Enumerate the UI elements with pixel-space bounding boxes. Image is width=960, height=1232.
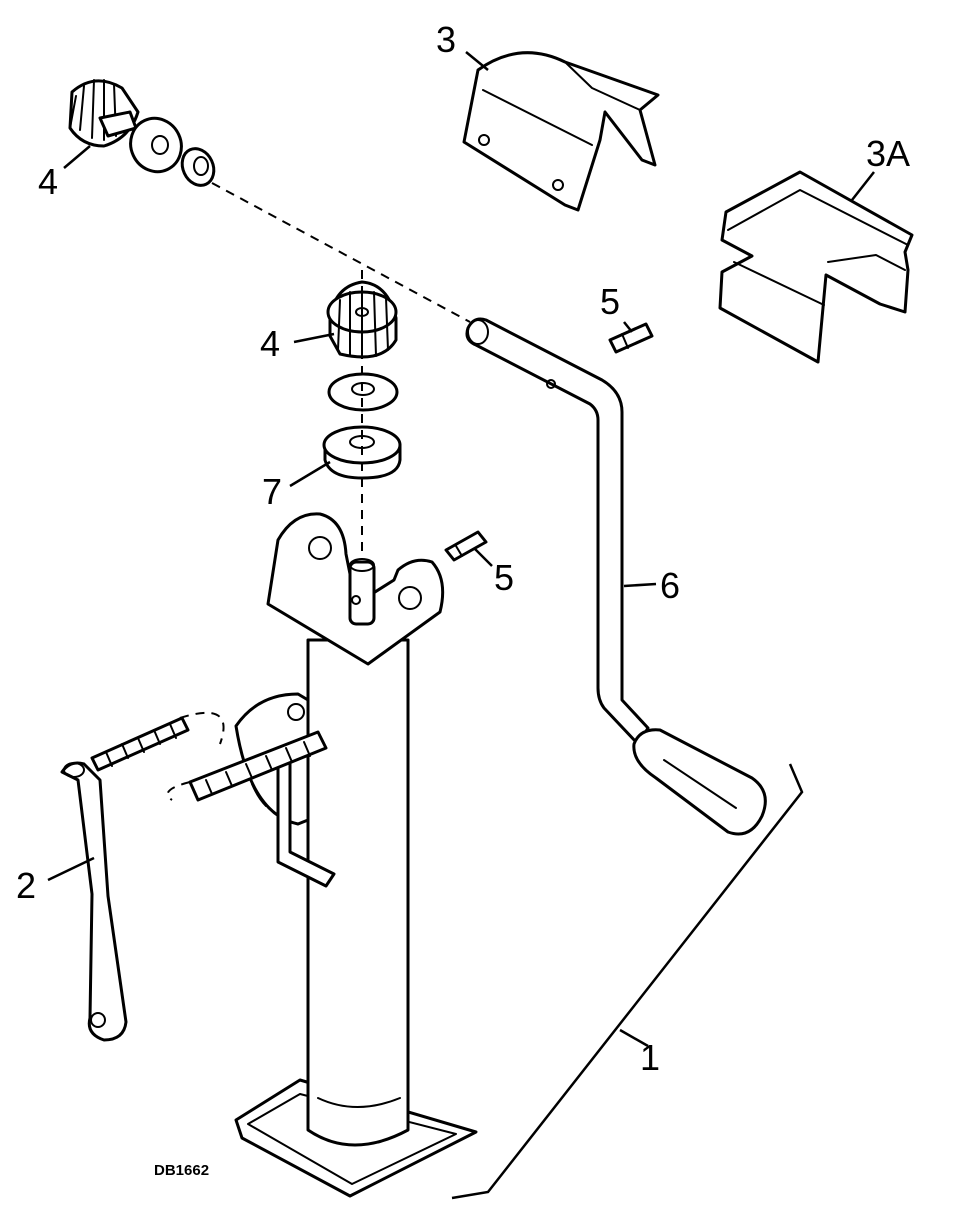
part-3-cover: [462, 51, 660, 212]
assembly-line-nut-to-handle: [211, 182, 471, 323]
part-6-crank-handle: [465, 317, 767, 836]
callout-7: 7: [262, 471, 282, 512]
part-4-knob-top: [68, 79, 140, 148]
callout-3a: 3A: [866, 133, 910, 174]
drawing-code: DB1662: [154, 1162, 209, 1179]
leader-4-mid: [293, 332, 335, 344]
leader-5-top: [623, 321, 633, 333]
part-5-pin-mid: [444, 530, 488, 562]
assembly-bracket: [451, 763, 804, 1200]
callout-4-mid: 4: [260, 323, 280, 364]
washer-top: [129, 116, 183, 174]
leader-7: [289, 460, 331, 488]
part-1-jack-body: [234, 512, 478, 1198]
part-5-pin-top: [608, 322, 654, 354]
leader-3a: [851, 171, 875, 201]
nut-top: [180, 147, 216, 187]
leader-1: [619, 1028, 649, 1048]
callout-4-top: 4: [38, 161, 58, 202]
callout-5-top: 5: [600, 281, 620, 322]
leader-4-top: [63, 145, 91, 169]
part-4-gear: [326, 280, 398, 359]
leader-2: [47, 856, 95, 882]
part-2-pin-handle: [60, 761, 128, 1042]
callout-2: 2: [16, 865, 36, 906]
callout-5-mid: 5: [494, 557, 514, 598]
callout-1: 1: [640, 1037, 660, 1078]
part-7-thrust-washer: [322, 425, 402, 480]
part-3a-clip: [718, 170, 914, 364]
leader-6: [623, 582, 657, 588]
callout-6: 6: [660, 565, 680, 606]
leader-5-mid: [473, 547, 493, 567]
callout-3: 3: [436, 19, 456, 60]
leader-3: [465, 51, 489, 71]
chain: [90, 711, 328, 802]
